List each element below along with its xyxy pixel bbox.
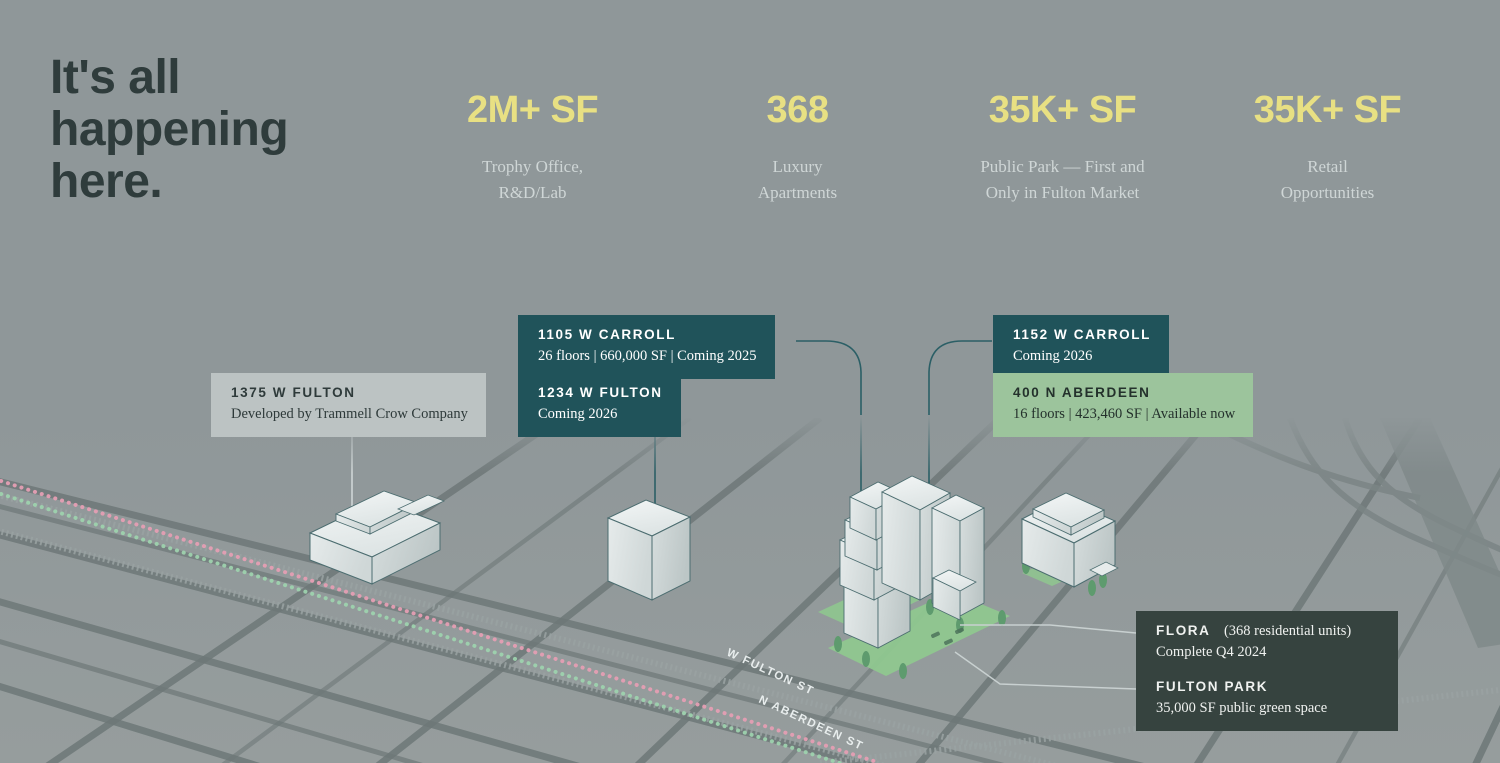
building-flora: [930, 494, 986, 621]
building-1375-w-fulton: [308, 490, 446, 585]
transit-line: [0, 478, 882, 763]
callout-1152-w-carroll[interactable]: 1152 W CARROLL Coming 2026: [993, 315, 1169, 380]
callout-title: FLORA: [1156, 623, 1211, 638]
callout-1375-w-fulton[interactable]: 1375 W FULTON Developed by Trammell Crow…: [211, 373, 486, 438]
callout-1234-w-fulton[interactable]: 1234 W FULTON Coming 2026: [518, 373, 681, 438]
callout-subtitle: 26 floors | 660,000 SF | Coming 2025: [538, 348, 757, 365]
callout-1105-w-carroll[interactable]: 1105 W CARROLL 26 floors | 660,000 SF | …: [518, 315, 775, 380]
callout-title: 1105 W CARROLL: [538, 327, 676, 342]
callout-fulton-park[interactable]: FULTON PARK 35,000 SF public green space: [1136, 667, 1398, 732]
callout-subtitle: (368 residential units): [1223, 623, 1352, 639]
callout-subtitle: Coming 2026: [1013, 348, 1093, 365]
parked-cars: [931, 627, 964, 645]
callout-flora[interactable]: FLORA (368 residential units) Complete Q…: [1136, 611, 1398, 676]
street-grid-a-minor: [0, 503, 1005, 763]
callout-subtitle: 35,000 SF public green space: [1156, 700, 1328, 717]
callout-subtitle: Developed by Trammell Crow Company: [231, 406, 468, 423]
callout-title: 400 N ABERDEEN: [1013, 385, 1151, 400]
callout-title: 1375 W FULTON: [231, 385, 356, 400]
callout-subtitle: 16 floors | 423,460 SF | Available now: [1013, 406, 1236, 423]
stat-value: 35K+ SF: [988, 89, 1137, 131]
stat-value: 2M+ SF: [466, 89, 599, 131]
building-1234-w-fulton: [606, 499, 692, 601]
callout-title: 1152 W CARROLL: [1013, 327, 1151, 342]
leader-lines-bottom: [954, 624, 1137, 690]
expressway-deck: [1380, 418, 1500, 648]
building-400-n-aberdeen: [1020, 492, 1119, 588]
stat-item: 2M+ SF Trophy Office,R&D/Lab: [400, 89, 665, 206]
stat-value: 35K+ SF: [1253, 89, 1402, 131]
callout-subtitle-2: Complete Q4 2024: [1156, 644, 1267, 661]
callout-400-n-aberdeen[interactable]: 400 N ABERDEEN 16 floors | 423,460 SF | …: [993, 373, 1254, 438]
stat-label: Trophy Office,R&D/Lab: [481, 156, 584, 203]
stat-value: 368: [766, 89, 829, 131]
callout-subtitle: Coming 2026: [538, 406, 618, 423]
callout-title: FULTON PARK: [1156, 679, 1269, 694]
callout-title: 1234 W FULTON: [538, 385, 663, 400]
